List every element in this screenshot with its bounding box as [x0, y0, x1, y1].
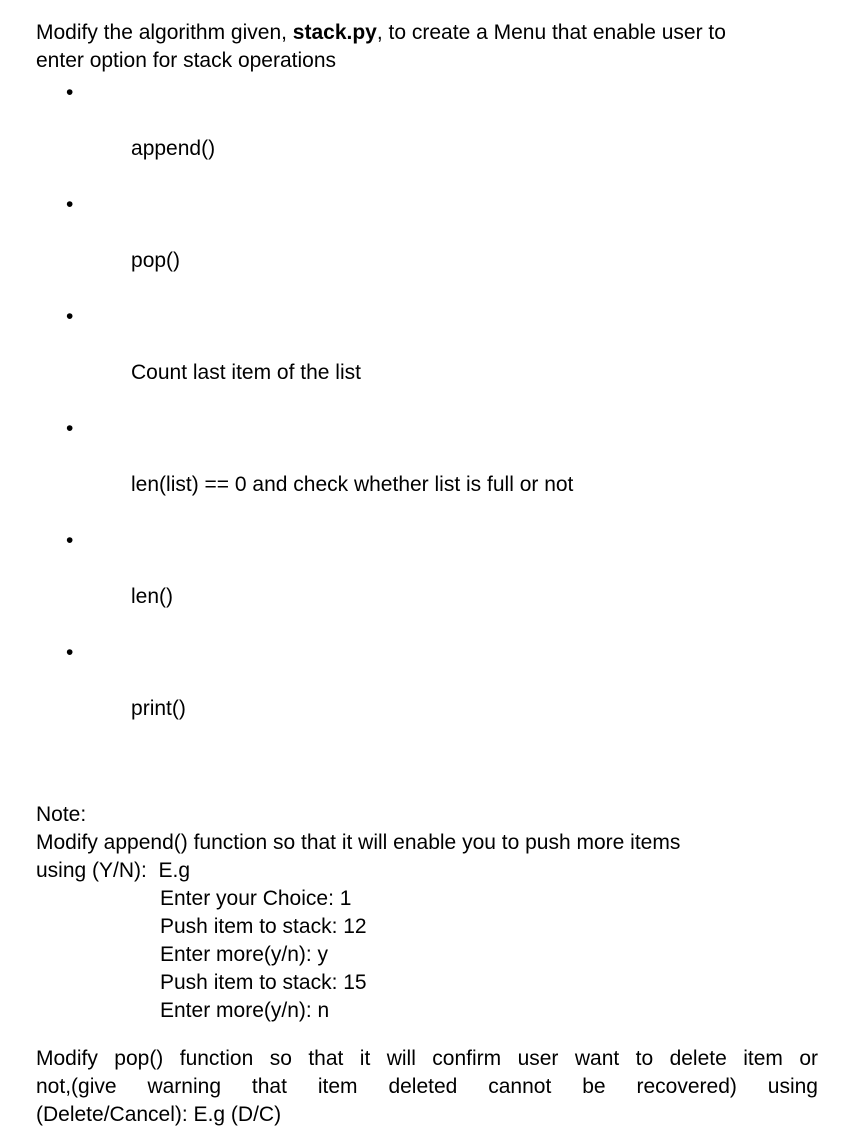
console-example-block: Enter your Choice: 1 Push item to stack:…	[160, 885, 818, 1025]
list-item-label: len(list) == 0 and check whether list is…	[131, 473, 574, 496]
console-example-line: Push item to stack: 12	[160, 915, 367, 938]
append-note-line-1: Modify append() function so that it will…	[36, 831, 681, 854]
bullet-icon: •	[66, 529, 74, 552]
bullet-icon: •	[66, 81, 74, 104]
intro-paragraph: Modify the algorithm given, stack.py, to…	[36, 19, 818, 75]
bullet-icon: •	[66, 305, 74, 328]
console-example-line: Enter more(y/n): n	[160, 999, 330, 1022]
pop-note-line: Modify pop() function so that it will co…	[36, 1047, 818, 1070]
note-section: Note: Modify append() function so that i…	[36, 801, 818, 1025]
operations-list: • append() • pop() • Count last item of …	[36, 79, 818, 751]
bullet-icon: •	[66, 193, 74, 216]
list-item-label: print()	[131, 697, 186, 720]
intro-text-after: , to create a Menu that enable user to	[376, 21, 726, 44]
list-item-label: len()	[131, 585, 174, 608]
list-item: • len()	[36, 527, 818, 639]
list-item: • append()	[36, 79, 818, 191]
intro-line-1: Modify the algorithm given, stack.py, to…	[36, 19, 818, 47]
bullet-icon: •	[66, 417, 74, 440]
list-item: • print()	[36, 639, 818, 751]
list-item: • pop()	[36, 191, 818, 303]
document-page: Modify the algorithm given, stack.py, to…	[36, 19, 818, 1129]
list-item: • len(list) == 0 and check whether list …	[36, 415, 818, 527]
list-item-label: Count last item of the list	[131, 361, 361, 384]
list-item: • Count last item of the list	[36, 303, 818, 415]
console-example-line: Enter your Choice: 1	[160, 887, 352, 910]
console-example-line: Enter more(y/n): y	[160, 943, 329, 966]
filename-bold-text: stack.py	[292, 21, 377, 44]
pop-note-paragraph: Modify pop() function so that it will co…	[36, 1045, 818, 1129]
intro-line-2: enter option for stack operations	[36, 49, 337, 72]
pop-note-last-line: (Delete/Cancel): E.g (D/C)	[36, 1103, 282, 1126]
pop-note-line: not,(give warning that item deleted cann…	[36, 1075, 818, 1098]
note-label: Note:	[36, 803, 87, 826]
intro-text-before: Modify the algorithm given,	[36, 21, 293, 44]
append-note-line-2: using (Y/N): E.g	[36, 859, 191, 882]
list-item-label: append()	[131, 137, 216, 160]
console-example-line: Push item to stack: 15	[160, 971, 367, 994]
bullet-icon: •	[66, 641, 74, 664]
list-item-label: pop()	[131, 249, 181, 272]
